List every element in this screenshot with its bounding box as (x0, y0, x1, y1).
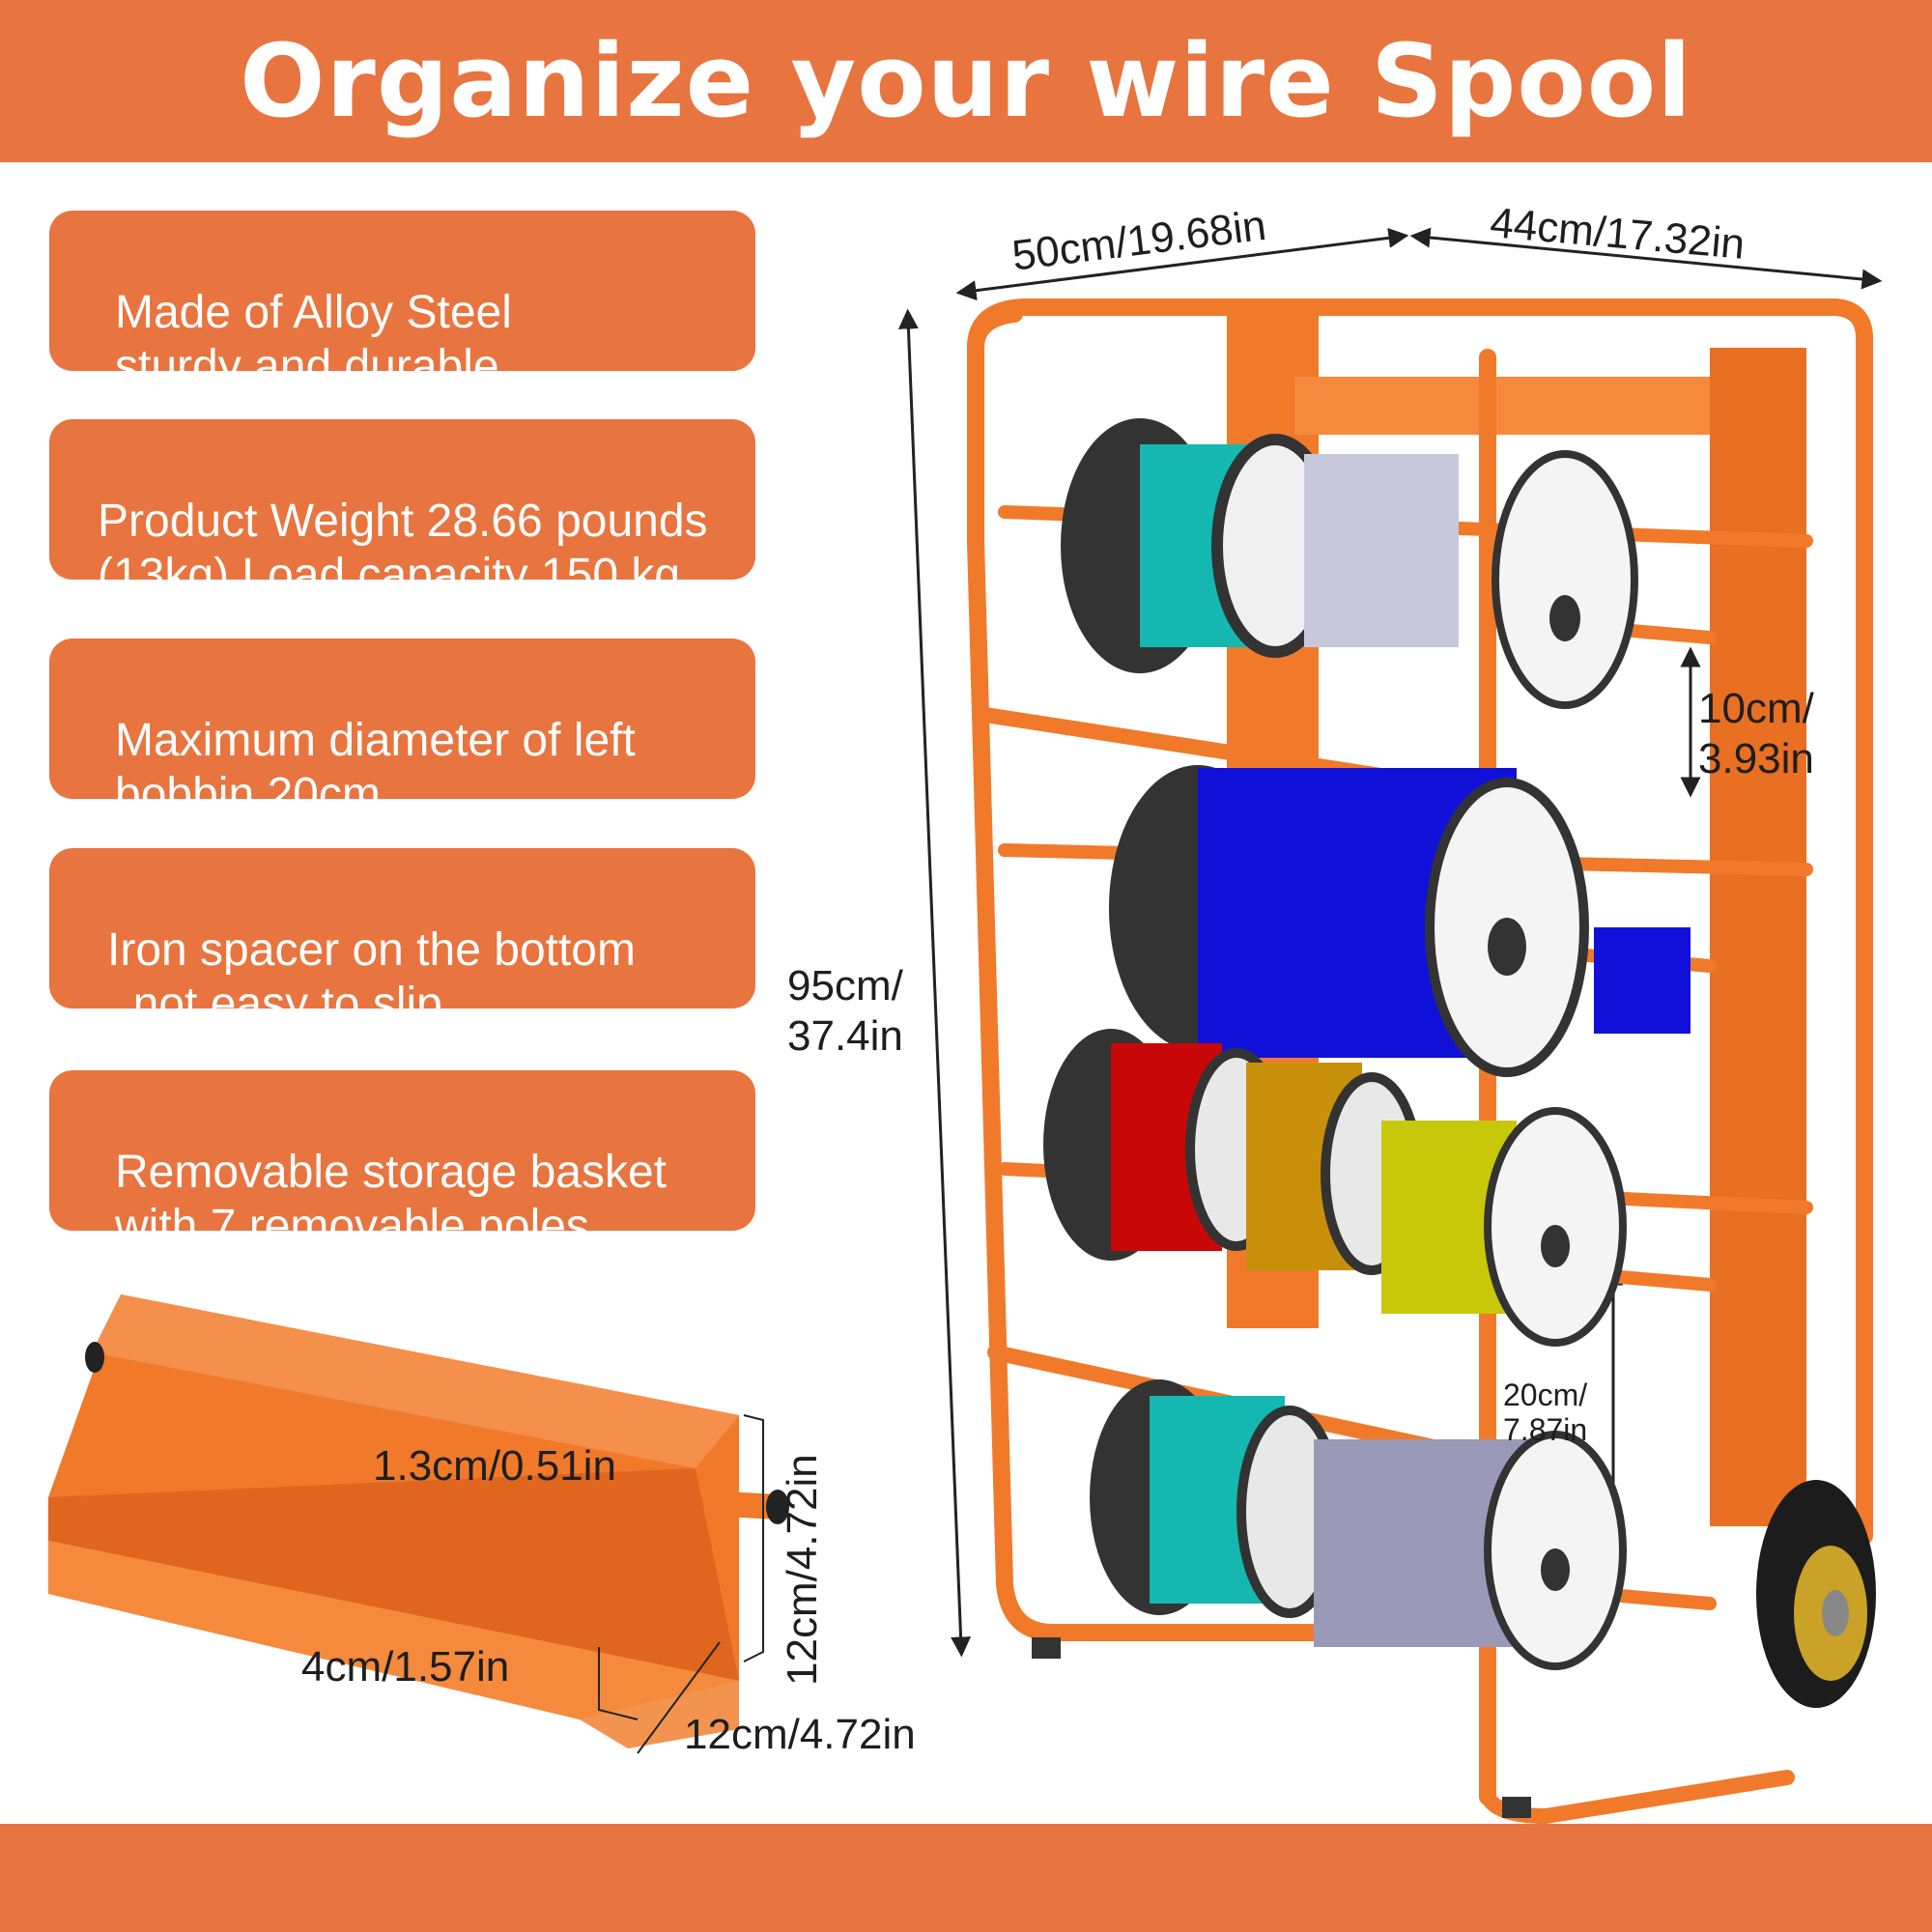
dim-basket-pole: 1.3cm/0.51in (373, 1442, 616, 1490)
feature-text: Made of Alloy Steel sturdy and durable (115, 287, 512, 392)
title-banner: Organize your wire Spool (0, 0, 1932, 162)
dimension-lines (897, 227, 1883, 1658)
dim-basket-height: 12cm/4.72in (779, 1454, 826, 1686)
feature-text: Removable storage basket with 7 removabl… (115, 1147, 667, 1252)
feature-text: Iron spacer on the bottom , not easy to … (107, 924, 636, 1030)
feature-box-spacer: Iron spacer on the bottom , not easy to … (49, 848, 755, 1030)
feature-box-material: Made of Alloy Steel sturdy and durable (49, 211, 755, 392)
foot-spacer (1502, 1797, 1531, 1818)
spool-row-bottom (1090, 1379, 1627, 1670)
dim-pole-gap: 10cm/ 3.93in (1698, 685, 1814, 782)
page-title: Organize your wire Spool (240, 22, 1692, 140)
feature-box-weight: Product Weight 28.66 pounds (13kg) Load … (49, 419, 755, 601)
feature-text: Product Weight 28.66 pounds (13kg) Load … (98, 496, 708, 601)
footer-bar (0, 1824, 1932, 1932)
spool-row-top (1061, 418, 1638, 709)
foot-spacer (1032, 1637, 1061, 1659)
feature-box-diameter: Maximum diameter of left bobbin 20cm (49, 639, 755, 820)
spool-row-third (1043, 1029, 1627, 1347)
wheel (1756, 1480, 1876, 1708)
feature-box-basket: Removable storage basket with 7 removabl… (49, 1070, 755, 1252)
back-upright-right (1710, 348, 1806, 1526)
dim-pole-gap-lower: 20cm/ 7.87in (1503, 1378, 1588, 1447)
spool-row-middle (1109, 765, 1690, 1077)
dim-basket-lip: 4cm/1.57in (301, 1643, 510, 1690)
basket-dimension-lines (598, 1414, 764, 1754)
feature-text: Maximum diameter of left bobbin 20cm (115, 715, 636, 820)
dim-height: 95cm/ 37.4in (787, 962, 903, 1060)
dim-basket-depth: 12cm/4.72in (684, 1711, 916, 1758)
storage-basket (48, 1294, 789, 1748)
